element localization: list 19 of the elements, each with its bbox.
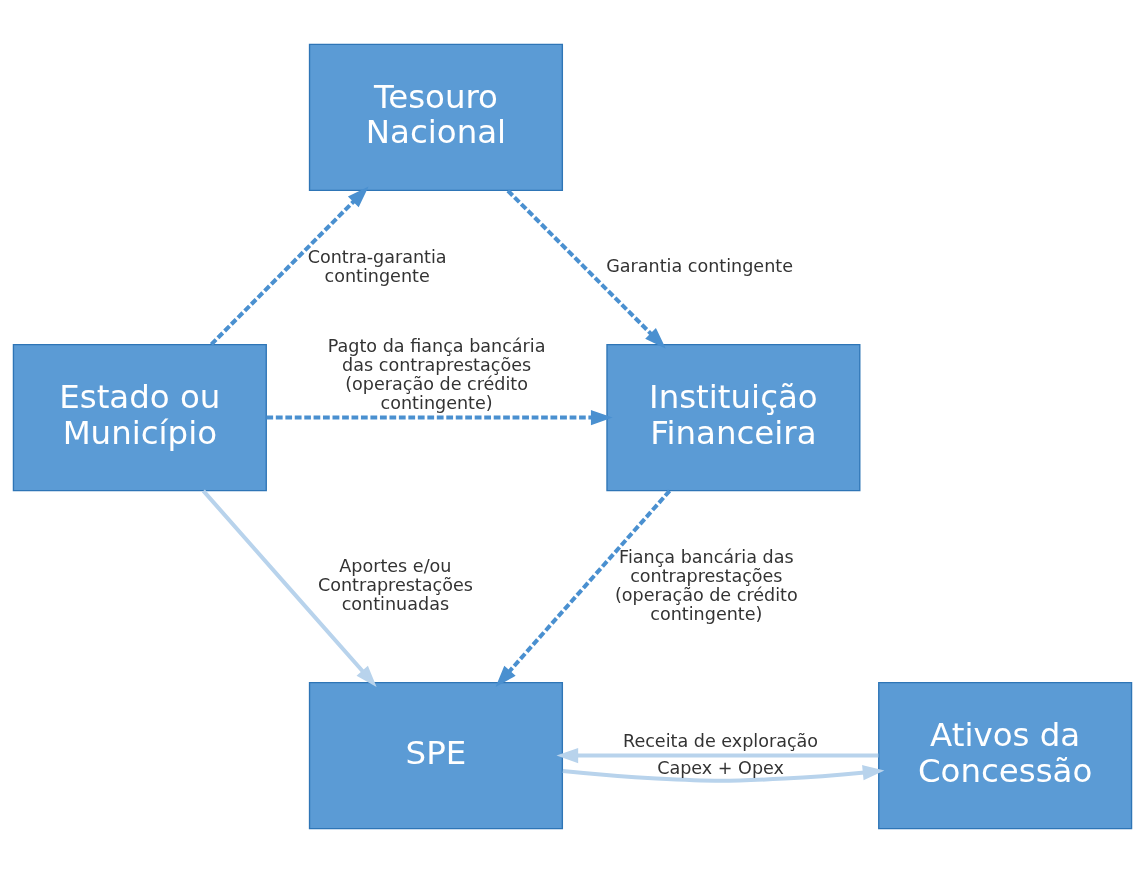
edge-label: Pagto da fiança bancária das contraprestações (operação de crédito contingente) — [327, 335, 546, 413]
node-box: Tesouro Nacional — [308, 43, 564, 191]
edge-label: Fiança bancária das contraprestações (operação de crédito contingente) — [614, 546, 798, 624]
arrow — [556, 747, 879, 763]
arrow — [506, 188, 666, 349]
edge-label: Garantia contingente — [606, 255, 793, 276]
edge-label: Capex + Opex — [657, 757, 784, 778]
node-box: Ativos da Concessão — [878, 681, 1133, 829]
node-box: Estado ou Município — [12, 343, 267, 491]
edge-label: Aportes e/ou Contraprestações continuadas — [317, 555, 473, 614]
arrow — [562, 764, 885, 783]
edge-label: Receita de exploração — [622, 730, 819, 751]
arrow — [495, 489, 672, 687]
node-box: SPE — [308, 681, 564, 829]
node-box: Instituição Financeira — [606, 343, 861, 491]
arrow — [266, 409, 613, 425]
edge-label: Contra-garantia contingente — [307, 246, 447, 286]
arrow — [201, 489, 377, 687]
arrow — [209, 185, 369, 346]
